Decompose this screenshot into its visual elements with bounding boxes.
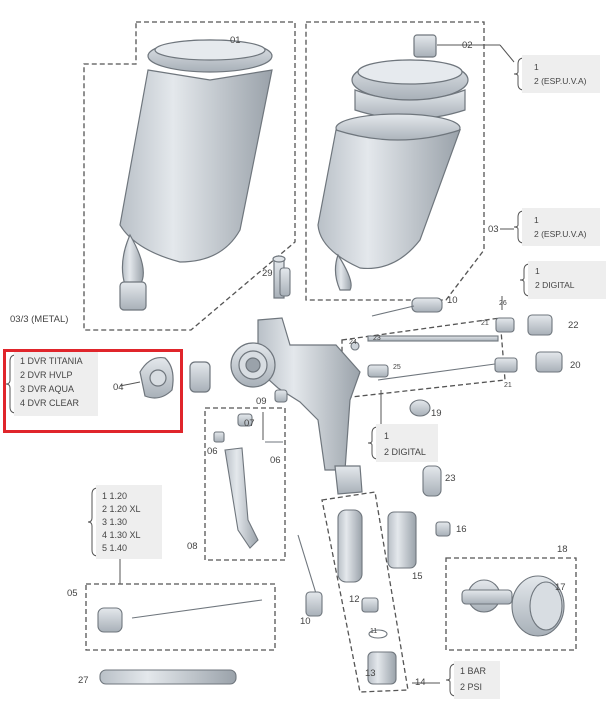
part-label-03-3-metal: 03/3 (METAL)	[10, 314, 69, 325]
option-04-line-1: 1 DVR TITANIA	[20, 356, 83, 366]
part-label-08: 08	[187, 541, 198, 552]
part-label-26: 26	[499, 300, 507, 307]
option-14-line-2: 2 PSI	[460, 682, 483, 692]
group-outlines	[83, 21, 577, 693]
option-box-05	[96, 485, 162, 559]
trigger-group-outline	[204, 407, 286, 561]
highlight-box-part-04	[3, 349, 183, 433]
option-04-line-4: 4 DVR CLEAR	[20, 398, 80, 408]
option-14-line-1: 1 BAR	[460, 666, 487, 676]
cup-03-drawing	[317, 34, 469, 291]
option-26-line-1: 1	[535, 266, 540, 276]
part-label-21a: 21	[481, 320, 489, 327]
option-02-line-1: 1	[534, 62, 539, 72]
option-braces	[5, 57, 531, 697]
part-label-14: 14	[415, 677, 426, 688]
nozzle-group-outline	[85, 583, 276, 651]
part-label-15: 15	[412, 571, 423, 582]
option-05-line-4: 4 1.30 XL	[102, 530, 141, 540]
part-label-10a: 10	[447, 295, 458, 306]
cup-01-drawing	[119, 39, 273, 311]
part-label-20: 20	[570, 360, 581, 371]
option-19-line-2: 2 DIGITAL	[384, 447, 426, 457]
part-label-27: 27	[78, 675, 89, 686]
small-parts-drawing	[97, 267, 565, 685]
part-label-17: 17	[555, 582, 566, 593]
part-label-05: 05	[67, 588, 78, 599]
part-label-19: 19	[431, 408, 442, 419]
part-label-10b: 10	[300, 616, 311, 627]
needle-group-outline	[341, 317, 506, 399]
part-label-13: 13	[365, 668, 376, 679]
part-label-21b: 21	[504, 382, 512, 389]
option-05-line-1: 1 1.20	[102, 491, 128, 501]
option-05-line-5: 5 1.40	[102, 543, 128, 553]
option-05-line-2: 2 1.20 XL	[102, 504, 141, 514]
leader-lines	[119, 44, 515, 684]
spray-gun-drawing	[230, 255, 363, 495]
part-label-25: 25	[393, 364, 401, 371]
option-02-line-2: 2 (ESP.U.V.A)	[534, 76, 587, 86]
option-box-26	[528, 261, 606, 299]
option-04-line-2: 2 DVR HVLP	[20, 370, 73, 380]
option-19-line-1: 1	[384, 431, 390, 441]
air-valve-group-outline	[321, 491, 409, 693]
option-box-19	[376, 424, 438, 462]
part-label-12: 12	[349, 594, 360, 605]
part-label-03: 03	[488, 224, 499, 235]
part-label-06b: 06	[270, 455, 281, 466]
part-label-23b: 23	[373, 335, 381, 342]
air-cap-04-drawing	[139, 356, 211, 399]
part-label-07: 07	[244, 418, 255, 429]
option-box-02	[522, 55, 600, 93]
option-26-line-2: 2 DIGITAL	[535, 280, 575, 290]
part-label-04: 04	[113, 382, 124, 393]
option-03-line-1: 1	[534, 215, 539, 225]
part-label-22: 22	[568, 320, 579, 331]
option-05-line-3: 3 1.30	[102, 517, 128, 527]
part-label-11: 11	[370, 628, 378, 635]
option-04-line-3: 3 DVR AQUA	[20, 384, 75, 394]
option-03-line-2: 2 (ESP.U.V.A)	[534, 229, 587, 239]
option-box-04	[14, 352, 98, 416]
part-label-23: 23	[445, 473, 456, 484]
part-label-29: 29	[262, 268, 273, 279]
cup-03-group-outline	[305, 21, 485, 301]
part-label-02: 02	[462, 40, 473, 51]
part-label-18: 18	[557, 544, 568, 555]
part-label-06a: 06	[207, 446, 218, 457]
part-label-16: 16	[456, 524, 467, 535]
option-box-03	[522, 208, 600, 246]
option-box-14	[454, 661, 500, 699]
cup-01-group-outline	[83, 21, 296, 331]
part-label-09: 09	[256, 396, 267, 407]
part-label-24: 24	[349, 339, 357, 346]
part-label-01: 01	[230, 35, 241, 46]
